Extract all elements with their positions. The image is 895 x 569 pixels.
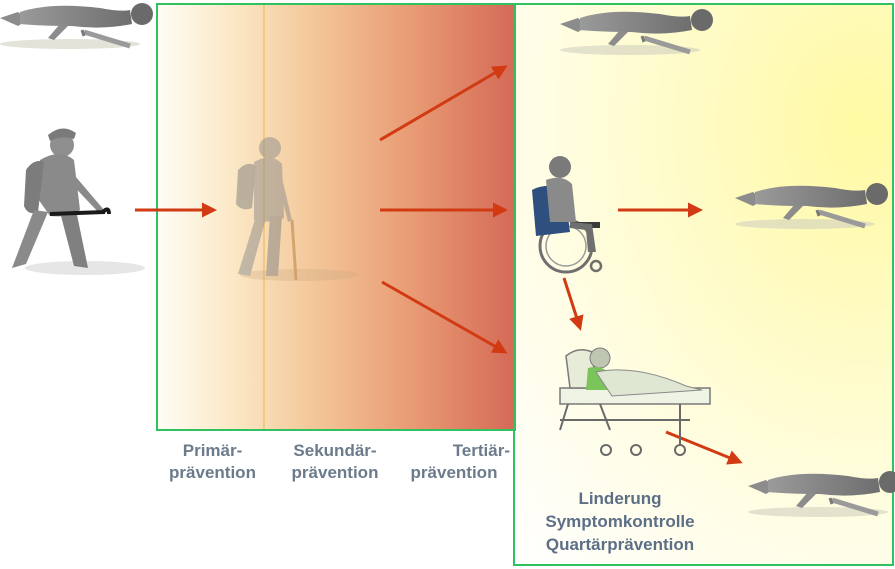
label-primary-line2: prävention xyxy=(160,462,265,484)
label-secondary-line1: Sekundär- xyxy=(275,440,395,462)
care-labels: Linderung Symptomkontrolle Quartärpräven… xyxy=(520,487,720,556)
arrow-to-fall-top xyxy=(380,67,505,140)
faded-elderly-person-with-cane-icon xyxy=(236,137,360,281)
label-secondary-prevention: Sekundär- prävention xyxy=(275,440,395,484)
walking-elderly-person-with-cane-icon xyxy=(12,128,145,275)
label-primary-prevention: Primär- prävention xyxy=(160,440,265,484)
care-label-quartaerpraevention: Quartärprävention xyxy=(520,533,720,556)
label-tertiary-line2: prävention xyxy=(398,462,510,484)
label-secondary-line2: prävention xyxy=(275,462,395,484)
label-tertiary-line1: Tertiär- xyxy=(398,440,510,462)
care-label-symptomkontrolle: Symptomkontrolle xyxy=(520,510,720,533)
bedridden-patient-icon xyxy=(560,348,710,455)
wheelchair-user-icon xyxy=(532,156,601,272)
arrow-wheelchair-to-bed xyxy=(564,278,580,328)
label-tertiary-prevention: Tertiär- prävention xyxy=(398,440,510,484)
care-label-linderung: Linderung xyxy=(520,487,720,510)
label-primary-line1: Primär- xyxy=(160,440,265,462)
fallen-person-icon xyxy=(0,3,153,49)
arrow-to-bedridden xyxy=(382,282,505,352)
